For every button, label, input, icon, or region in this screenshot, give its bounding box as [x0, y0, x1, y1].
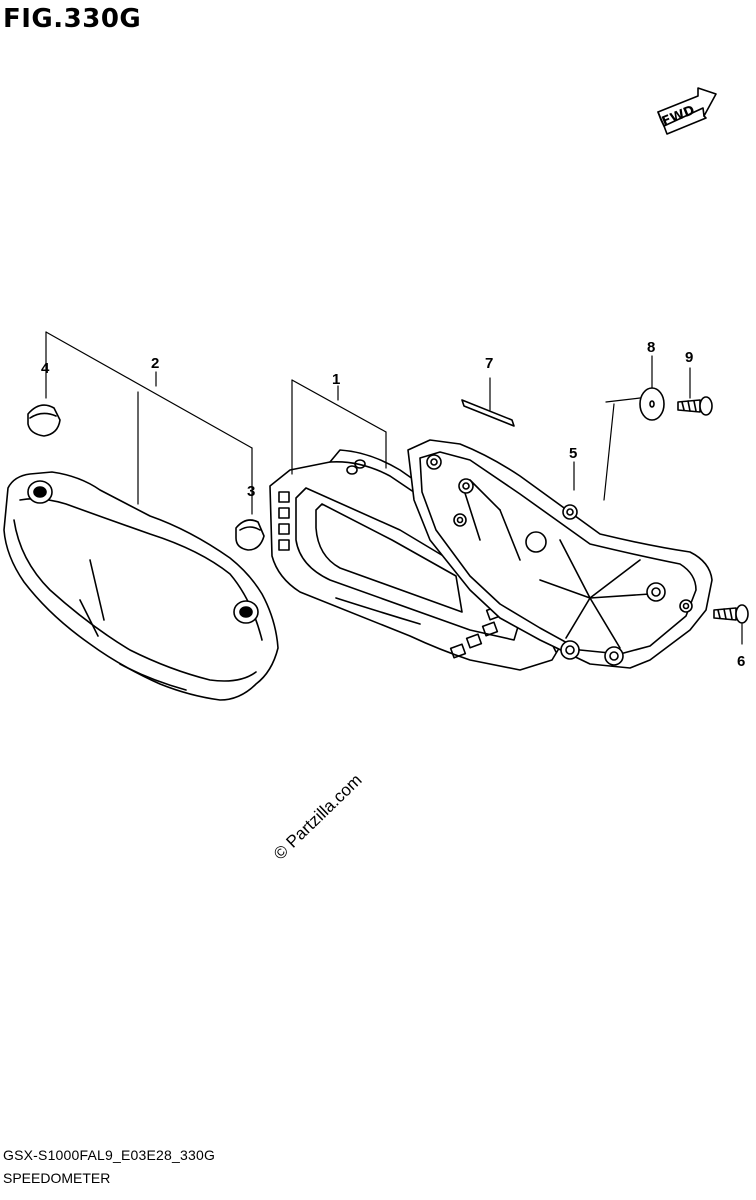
- part-6-screw: [713, 604, 749, 624]
- leader-lines: [45, 331, 743, 645]
- figure-name: SPEEDOMETER: [3, 1170, 111, 1186]
- callout-2: 2: [151, 355, 159, 372]
- part-7-strip: [461, 399, 515, 427]
- part-3-grommet: [235, 519, 265, 551]
- callout-9: 9: [685, 349, 693, 366]
- fwd-arrow-icon: FWD: [657, 87, 717, 135]
- callout-6: 6: [737, 653, 745, 670]
- callout-7: 7: [485, 355, 493, 372]
- callout-3: 3: [247, 483, 255, 500]
- part-8-washer: [639, 387, 665, 421]
- part-5-back-case: [407, 439, 713, 669]
- figure-code: GSX-S1000FAL9_E03E28_330G: [3, 1147, 216, 1163]
- callout-1: 1: [332, 371, 340, 388]
- part-9-screw: [677, 396, 713, 416]
- callout-4: 4: [41, 360, 50, 377]
- callout-5: 5: [569, 445, 577, 462]
- part-2-meter-cover: [3, 471, 279, 701]
- figure-title: FIG.330G: [3, 4, 142, 34]
- part-4-cap: [27, 404, 61, 437]
- callout-8: 8: [647, 339, 655, 356]
